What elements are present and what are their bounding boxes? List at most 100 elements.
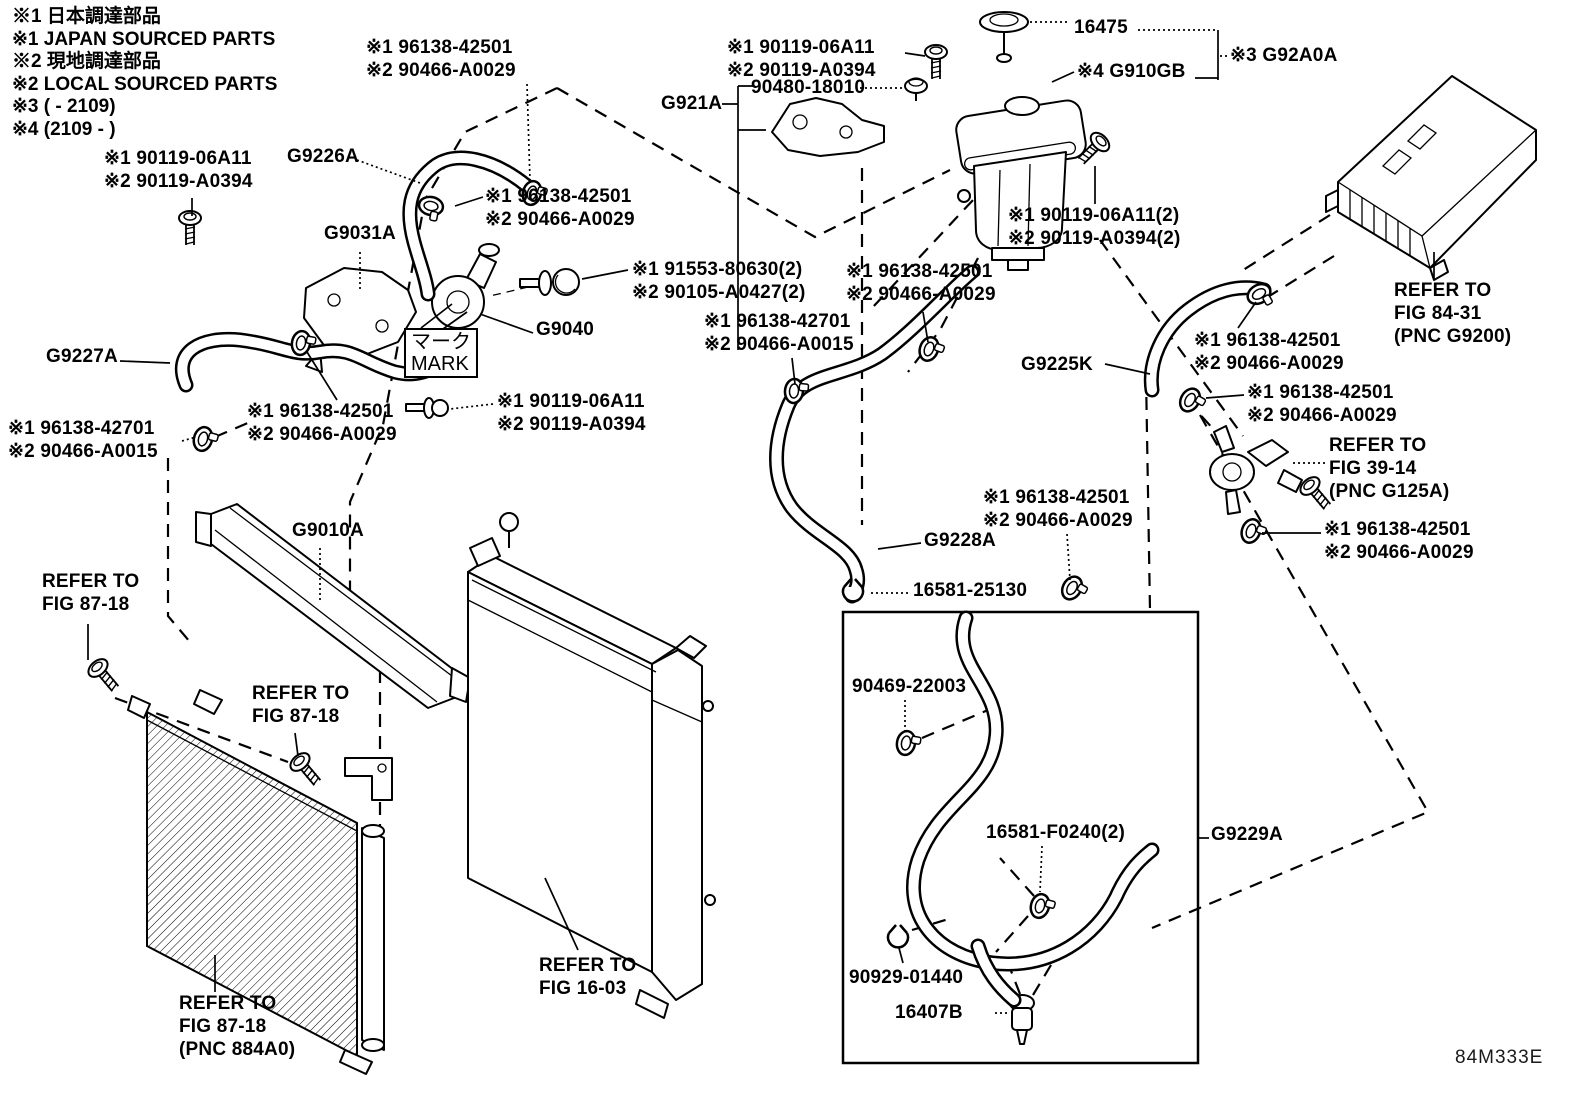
label-96138-42501-d-line-1: ※1 96138-42501 xyxy=(247,401,394,422)
mark-box-line-1: マーク xyxy=(411,331,471,353)
label-refer-fig-87-18-c-line-2: FIG 87-18 xyxy=(179,1016,267,1037)
label-96138-42501-d: ※1 96138-42501※2 90466-A0029 xyxy=(247,400,397,446)
label-96138-42501-d-line-2: ※2 90466-A0029 xyxy=(247,424,397,445)
label-96138-42501-h-line-2: ※2 90466-A0029 xyxy=(983,510,1133,531)
label-16475: 16475 xyxy=(1074,16,1128,39)
label-91553-80630: ※1 91553-80630(2)※2 90105-A0427(2) xyxy=(632,258,806,304)
label-96138-42701-b-line-2: ※2 90466-A0015 xyxy=(8,441,158,462)
label-g9010a: G9010A xyxy=(292,519,364,542)
screws-bolts xyxy=(84,44,1337,791)
label-refer-fig-87-18-c-line-1: REFER TO xyxy=(179,993,277,1014)
label-g92a0a: ※3 G92A0A xyxy=(1230,44,1338,67)
label-refer-fig-39-14-line-2: FIG 39-14 xyxy=(1329,458,1417,479)
label-90119-06a11-mid-line-1: ※1 90119-06A11 xyxy=(497,391,645,412)
main-radiator-drawing xyxy=(467,512,716,1019)
label-refer-fig-87-18-b-line-2: FIG 87-18 xyxy=(252,706,340,727)
valve-assembly-drawing xyxy=(1209,425,1303,515)
label-g910gb-line-1: ※4 G910GB xyxy=(1077,61,1186,82)
label-refer-fig-87-18-a-line-1: REFER TO xyxy=(42,571,140,592)
label-g9225k-line-1: G9225K xyxy=(1021,354,1093,375)
label-refer-fig-84-31-line-3: (PNC G9200) xyxy=(1394,326,1512,347)
label-g9227a: G9227A xyxy=(46,345,118,368)
label-96138-42501-f-line-1: ※1 96138-42501 xyxy=(1247,382,1394,403)
small-bolt xyxy=(405,397,449,419)
label-96138-42501-e-line-1: ※1 96138-42501 xyxy=(1194,330,1341,351)
label-g921a-line-1: G921A xyxy=(661,93,723,114)
label-g910gb: ※4 G910GB xyxy=(1077,60,1186,83)
label-g9031a: G9031A xyxy=(324,222,396,245)
label-g9226a: G9226A xyxy=(287,145,359,168)
label-96138-42501-c: ※1 96138-42501※2 90466-A0029 xyxy=(846,260,996,306)
label-16581-f0240: 16581-F0240(2) xyxy=(986,821,1125,844)
label-refer-fig-39-14-line-3: (PNC G125A) xyxy=(1329,481,1450,502)
label-90119-06a11-top: ※1 90119-06A11※2 90119-A0394 xyxy=(727,36,876,82)
label-96138-42501-g-line-1: ※1 96138-42501 xyxy=(1324,519,1471,540)
legend: ※1 日本調達部品 ※1 JAPAN SOURCED PARTS ※2 現地調達… xyxy=(12,6,277,141)
label-90119-06a11-x2-line-1: ※1 90119-06A11(2) xyxy=(1008,205,1180,226)
label-96138-42501-g-line-2: ※2 90466-A0029 xyxy=(1324,542,1474,563)
label-90119-06a11-mid: ※1 90119-06A11※2 90119-A0394 xyxy=(497,390,646,436)
legend-line-5: ※3 ( - 2109) xyxy=(12,96,116,117)
label-96138-42501-c-line-2: ※2 90466-A0029 xyxy=(846,284,996,305)
label-g9226a-line-1: G9226A xyxy=(287,146,359,167)
label-refer-fig-87-18-b-line-1: REFER TO xyxy=(252,683,350,704)
mark-box: マーク MARK xyxy=(404,328,478,378)
label-refer-fig-16-03-line-2: FIG 16-03 xyxy=(539,978,627,999)
label-96138-42501-c-line-1: ※1 96138-42501 xyxy=(846,261,993,282)
label-90119-06a11-mid-line-2: ※2 90119-A0394 xyxy=(497,414,646,435)
label-16475-line-1: 16475 xyxy=(1074,17,1128,38)
label-16407b-line-1: 16407B xyxy=(895,1002,963,1023)
label-96138-42501-b-line-2: ※2 90466-A0029 xyxy=(485,209,635,230)
label-g9040: G9040 xyxy=(536,318,594,341)
mark-box-line-2: MARK xyxy=(411,353,469,375)
label-g9228a-line-1: G9228A xyxy=(924,530,996,551)
leader-lines xyxy=(87,21,1435,1014)
label-90119-06a11-left: ※1 90119-06A11※2 90119-A0394 xyxy=(104,147,253,193)
label-96138-42501-a-line-2: ※2 90466-A0029 xyxy=(366,60,516,81)
label-96138-42501-h-line-1: ※1 96138-42501 xyxy=(983,487,1130,508)
label-g9229a: G9229A xyxy=(1211,823,1283,846)
label-96138-42501-b-line-1: ※1 96138-42501 xyxy=(485,186,632,207)
label-91553-80630-line-1: ※1 91553-80630(2) xyxy=(632,259,803,280)
label-90119-06a11-top-line-2: ※2 90119-A0394 xyxy=(727,60,876,81)
legend-line-6: ※4 (2109 - ) xyxy=(12,118,116,140)
label-90119-06a11-left-line-1: ※1 90119-06A11 xyxy=(104,148,252,169)
label-96138-42701-a: ※1 96138-42701※2 90466-A0015 xyxy=(704,310,854,356)
inverter-drawing xyxy=(1325,75,1537,281)
sub-radiator-drawing xyxy=(195,503,471,709)
label-g9227a-line-1: G9227A xyxy=(46,346,118,367)
label-90119-06a11-x2: ※1 90119-06A11(2)※2 90119-A0394(2) xyxy=(1008,204,1181,250)
label-96138-42701-a-line-1: ※1 96138-42701 xyxy=(704,311,851,332)
label-96138-42501-a-line-1: ※1 96138-42501 xyxy=(366,37,513,58)
label-16581-25130-line-1: 16581-25130 xyxy=(913,580,1028,601)
label-96138-42701-b: ※1 96138-42701※2 90466-A0015 xyxy=(8,417,158,463)
label-90929-01440: 90929-01440 xyxy=(849,966,963,989)
label-96138-42501-a: ※1 96138-42501※2 90466-A0029 xyxy=(366,36,516,82)
label-refer-fig-87-18-c-line-3: (PNC 884A0) xyxy=(179,1039,296,1060)
label-g9010a-line-1: G9010A xyxy=(292,520,364,541)
g921a-bracket-drawing xyxy=(771,77,928,157)
label-16581-25130: 16581-25130 xyxy=(913,579,1027,602)
label-96138-42501-f-line-2: ※2 90466-A0029 xyxy=(1247,405,1397,426)
hoses-drawing xyxy=(174,150,1272,1008)
label-96138-42501-e: ※1 96138-42501※2 90466-A0029 xyxy=(1194,329,1344,375)
label-refer-fig-16-03-line-1: REFER TO xyxy=(539,955,637,976)
label-96138-42501-g: ※1 96138-42501※2 90466-A0029 xyxy=(1324,518,1474,564)
bolt-with-washer xyxy=(489,268,580,297)
legend-line-2: ※1 JAPAN SOURCED PARTS xyxy=(12,28,276,50)
label-84m333e-line-1: 84M333E xyxy=(1455,1047,1544,1068)
legend-line-3: ※2 現地調達部品 xyxy=(12,51,161,72)
label-96138-42501-h: ※1 96138-42501※2 90466-A0029 xyxy=(983,486,1133,532)
label-90469-22003-line-1: 90469-22003 xyxy=(852,676,967,697)
label-g9228a: G9228A xyxy=(924,529,996,552)
legend-line-4: ※2 LOCAL SOURCED PARTS xyxy=(12,73,278,95)
